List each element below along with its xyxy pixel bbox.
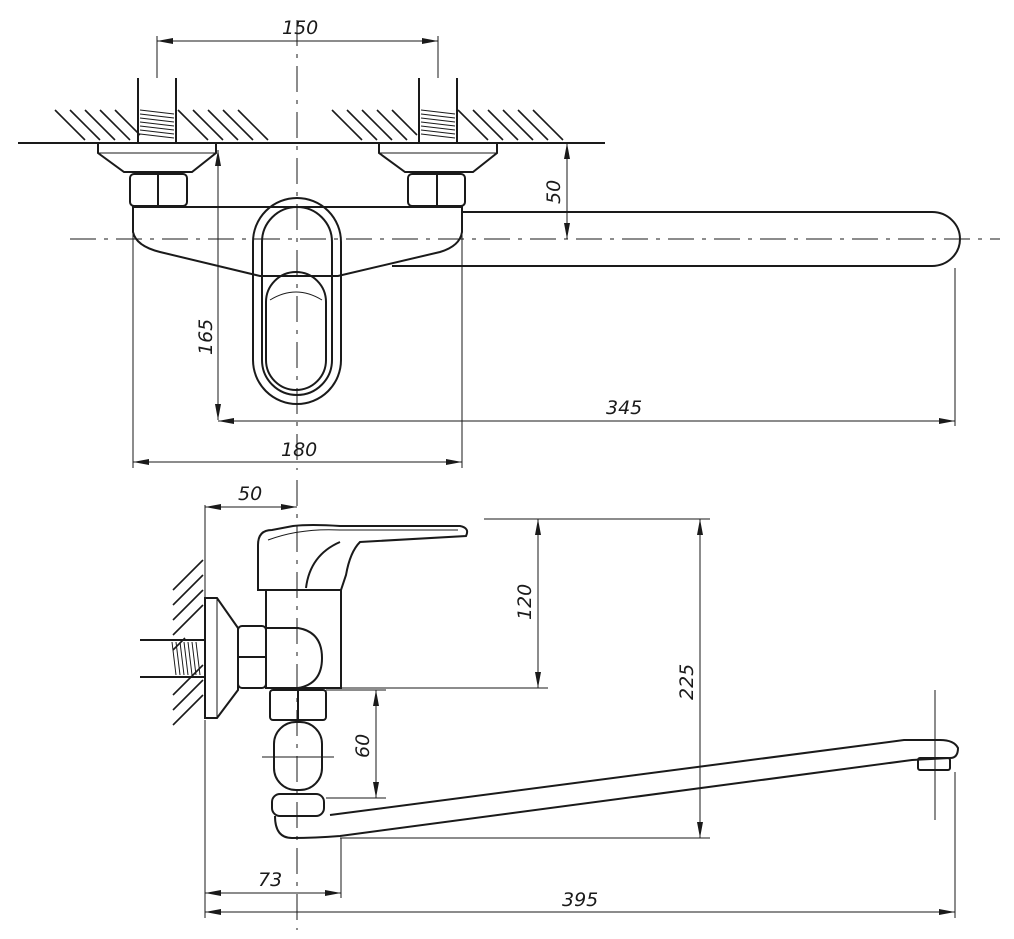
- dim-150-label: 150: [282, 17, 318, 39]
- right-escutcheon: [378, 142, 498, 173]
- dim-180-label: 180: [281, 439, 317, 461]
- side-view: 50 120 225 60 73: [140, 480, 960, 930]
- spout-side-view: [274, 739, 960, 840]
- dim-345-label: 345: [606, 397, 642, 419]
- swivel-collar: [271, 793, 325, 817]
- aerator: [917, 757, 951, 771]
- wall-hatch-right: [331, 109, 564, 141]
- lever-top-view: [265, 271, 327, 391]
- dimension-50-top: 50: [500, 142, 585, 239]
- left-escutcheon: [97, 142, 217, 173]
- dimension-150: 150: [156, 17, 439, 78]
- lever-handle-side: [257, 524, 469, 591]
- wall-hatch-side: [172, 559, 204, 726]
- left-inlet-pipe: [137, 78, 177, 143]
- diverter-nut: [269, 689, 327, 721]
- dimension-345: 345: [218, 268, 956, 426]
- dimension-225: 225: [340, 518, 710, 839]
- dimension-180: 180: [132, 210, 463, 468]
- dim-225-label: 225: [676, 664, 698, 700]
- dimension-165: 165: [195, 150, 221, 420]
- dim-73-label: 73: [258, 869, 282, 891]
- dimension-73: 73: [204, 720, 342, 918]
- dim-50-side-label: 50: [238, 483, 262, 505]
- left-nut: [129, 173, 188, 207]
- right-inlet-pipe: [418, 78, 458, 143]
- side-inlet-pipe: [140, 639, 205, 678]
- dim-120-label: 120: [514, 584, 536, 620]
- ball-joint: [273, 721, 323, 791]
- dim-60-label: 60: [352, 734, 374, 758]
- side-escutcheon: [204, 597, 239, 719]
- side-nut: [237, 625, 267, 689]
- mixer-body-side: [265, 589, 342, 689]
- dim-50-top-label: 50: [543, 180, 565, 204]
- dim-395-label: 395: [562, 889, 598, 911]
- dimension-120: 120: [326, 518, 548, 689]
- top-view: 150 50 165 345 180: [18, 17, 1000, 470]
- wall-hatch-left: [54, 109, 269, 141]
- dimension-395: 395: [205, 772, 956, 918]
- dimension-50-side: 50: [204, 483, 297, 598]
- dim-165-label: 165: [195, 319, 217, 355]
- right-nut: [407, 173, 466, 207]
- dimension-60: 60: [326, 689, 386, 799]
